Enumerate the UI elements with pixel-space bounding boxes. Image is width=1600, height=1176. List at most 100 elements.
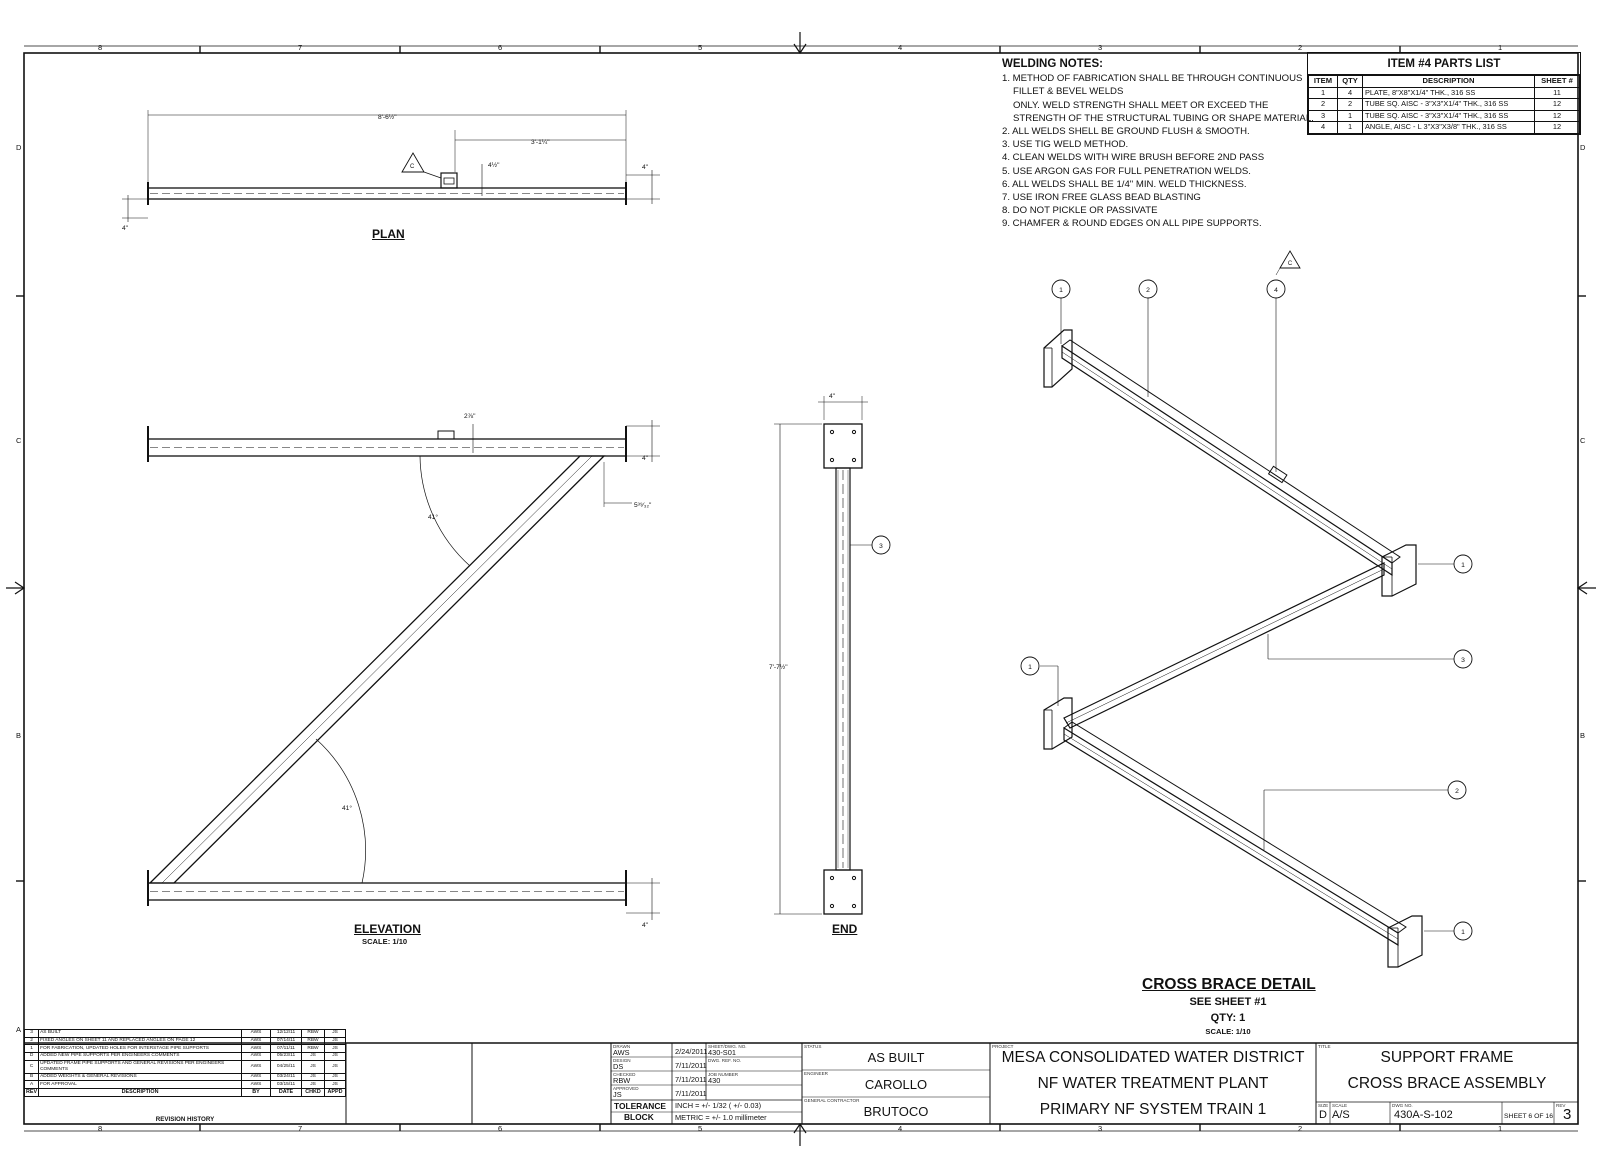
rev-cell: RBW [301,1044,325,1054]
rev-cell: 1 [23,1044,40,1054]
tb-rev: 3 [1563,1106,1572,1123]
parts-list: ITEM #4 PARTS LIST ITEM QTY DESCRIPTION … [1307,52,1581,135]
parts-cell: 1 [1337,121,1363,134]
rev-header: CHKD [301,1088,325,1097]
zone-col-bottom-2: 2 [1298,1124,1302,1133]
rev-cell: 3 [23,1029,40,1038]
zone-row-left-b: B [16,731,21,740]
zone-col-top-5: 5 [698,43,702,52]
tb-project-line-2: NF WATER TREATMENT PLANT [1037,1075,1269,1092]
parts-header-qty: QTY [1337,75,1363,88]
tb-ds-date: 7/11/2011 [675,1061,707,1070]
parts-header-sheet: SHEET # [1534,75,1580,88]
tb-project-line-3: PRIMARY NF SYSTEM TRAIN 1 [1039,1101,1267,1118]
parts-cell: 2 [1308,98,1338,111]
tb-job-label: JOB NUMBER [708,1072,739,1077]
tb-ref-label: DWG. REF. NO. [708,1058,742,1063]
rev-cell: AWS [241,1044,271,1054]
tb-scale: A/S [1332,1109,1350,1121]
detail-balloon-1-right: 1 [1461,562,1465,569]
border-frame [23,45,1579,1132]
tb-size-label: SIZE [1318,1103,1329,1108]
rev-cell: JS [324,1052,346,1061]
parts-cell: 4 [1308,121,1338,134]
tb-appd-by: JS [613,1090,622,1099]
rev-cell: AWS [241,1080,271,1090]
parts-cell: 12 [1534,121,1580,134]
detail-balloon-3: 3 [1461,657,1465,664]
tb-engineer: CAROLLO [864,1077,928,1092]
tb-appd-label: APPROVED [613,1086,639,1091]
rev-cell: JS [301,1080,325,1090]
rev-header: DATE [270,1088,302,1097]
plan-overall-dim: 8'-6½" [378,113,397,121]
tb-sheet: SHEET 6 OF 16 [1504,1113,1553,1120]
detail-title: CROSS BRACE DETAIL [1142,976,1316,993]
tb-title-line-1: SUPPORT FRAME [1380,1049,1514,1066]
tb-dwg-label: DWG NO. [1392,1103,1413,1108]
rev-cell: 03/24/11 [270,1072,302,1082]
rev-cell: 03/15/11 [270,1080,302,1090]
tb-tolerance-label-2: BLOCK [624,1112,654,1122]
rev-cell: 12/12/11 [270,1029,302,1038]
plan-dim-texts: 8'-6½" 3'-1¼" 4½" 4" 4" C [122,113,649,232]
end-balloon-3: 3 [879,543,883,550]
parts-header-description: DESCRIPTION [1362,75,1535,88]
parts-cell: PLATE, 8"X8"X1/4" THK., 316 SS [1362,86,1535,99]
parts-cell: 3 [1308,109,1338,122]
welding-note-line: 6. ALL WELDS SHALL BE 1/4" MIN. WELD THI… [1002,178,1247,190]
tb-project-label: PROJECT [992,1044,1014,1049]
zone-col-bottom-3: 3 [1098,1124,1102,1133]
rev-header: DESCRIPTION [38,1088,242,1097]
parts-list-table: ITEM QTY DESCRIPTION SHEET # 1 4 PLATE, … [1308,75,1580,134]
zone-row-left-d: D [16,143,22,152]
rev-cell: 05/23/11 [270,1052,302,1061]
rev-cell: ADDED NEW PIPE SUPPORTS PER ENGINEERS CO… [38,1052,242,1061]
zone-col-top-6: 6 [498,43,502,52]
rev-cell: AWS [241,1072,271,1082]
parts-cell: 11 [1534,86,1580,99]
detail-balloon-4: 4 [1274,287,1278,294]
zone-col-top-3: 3 [1098,43,1102,52]
welding-notes-title: WELDING NOTES: [1002,58,1103,70]
zone-col-bottom-6: 6 [498,1124,502,1133]
detail-balloon-2-bottom: 2 [1455,788,1459,795]
zone-col-bottom-5: 5 [698,1124,702,1133]
rev-cell: A [23,1080,40,1090]
detail-qty: QTY: 1 [1210,1012,1246,1024]
zone-row-right-d: D [1580,143,1586,152]
zone-col-bottom-8: 8 [98,1124,102,1133]
tb-rev-label: REV [1556,1103,1566,1108]
zone-col-top-1: 1 [1498,43,1502,52]
zone-row-left-c: C [16,436,22,445]
rev-cell: FOR APPROVAL [38,1080,242,1090]
rev-cell: B [23,1072,40,1082]
tb-title-line-2: CROSS BRACE ASSEMBLY [1347,1075,1547,1092]
zone-labels: 8 7 6 5 4 3 2 1 8 7 6 5 4 3 2 1 D C B A … [16,43,1586,1133]
zone-col-top-8: 8 [98,43,102,52]
rev-cell: AWS [241,1059,271,1074]
elevation-scale: SCALE: 1/10 [362,937,408,946]
parts-row: 2 2 TUBE SQ. AISC - 3"X3"X1/4" THK., 316… [1308,98,1580,111]
tb-proj-no: 430-S01 [708,1048,736,1057]
tb-appd-date: 7/11/2011 [675,1089,707,1098]
welding-note-line: 9. CHAMFER & ROUND EDGES ON ALL PIPE SUP… [1002,218,1262,230]
rev-cell: UPDATED FRAME PIPE SUPPORTS AND GENERAL … [38,1059,242,1074]
elev-right-dim: 5³⁹⁄₃₂" [634,502,652,509]
detail-see-sheet: SEE SHEET #1 [1189,996,1267,1008]
parts-row: 3 1 TUBE SQ. AISC - 3"X3"X1/4" THK., 316… [1308,109,1580,122]
welding-note-line: 3. USE TIG WELD METHOD. [1002,139,1129,151]
rev-cell: JS [301,1052,325,1061]
elev-tab-dim: 2⅞" [464,413,476,420]
detail-balloon-1-bottom: 1 [1461,929,1465,936]
parts-cell: ANGLE, AISC - L 3"X3"X3/8" THK., 316 SS [1362,121,1535,134]
elevation-dim-texts: 2⅞" 4" 5³⁹⁄₃₂" 4" 41° 41° [342,413,652,929]
rev-cell: FIXED ANGLES ON SHEET 11 AND REPLACED AN… [38,1036,242,1046]
tb-chk-date: 7/11/2011 [675,1075,707,1084]
elevation-view [147,420,660,920]
parts-cell: TUBE SQ. AISC - 3"X3"X1/4" THK., 316 SS [1362,109,1535,122]
